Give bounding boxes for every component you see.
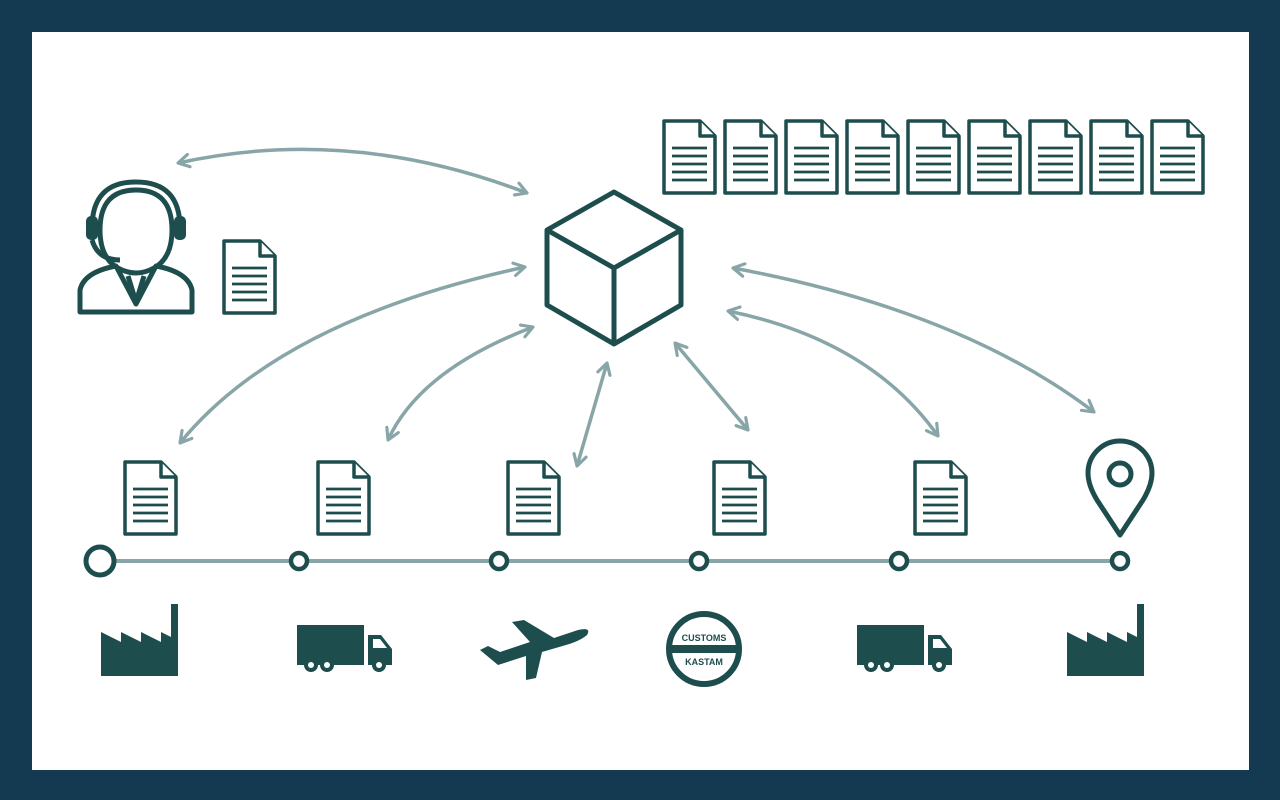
- arrow-agent-to-box: [176, 147, 529, 197]
- timeline-node: [288, 550, 310, 572]
- timeline-start-node: [83, 544, 117, 578]
- location-pin-icon: [1085, 438, 1155, 538]
- connection-arrows: [176, 147, 1096, 468]
- origin-factory-icon: [101, 604, 178, 676]
- document-icon: [845, 119, 900, 195]
- stage-1-document-icon: [123, 460, 178, 536]
- arrow-box-to-stage-1: [178, 261, 527, 445]
- stage-5-document-icon: [913, 460, 968, 536]
- stage-4-document-icon: [712, 460, 767, 536]
- truck-icon: [857, 625, 952, 672]
- timeline: [83, 544, 1131, 578]
- document-icon: [1089, 119, 1144, 195]
- destination-factory-icon: [1067, 604, 1144, 676]
- customer-service-agent-icon: [77, 179, 195, 315]
- customs-label: CUSTOMS: [682, 633, 727, 643]
- timeline-node: [488, 550, 510, 572]
- timeline-node: [888, 550, 910, 572]
- document-icon: [784, 119, 839, 195]
- arrow-box-to-stage-2: [385, 323, 535, 442]
- airplane-icon: [480, 620, 589, 680]
- document-icon: [1150, 119, 1205, 195]
- kastam-label: KASTAM: [685, 657, 723, 667]
- agent-document-icon: [222, 239, 277, 315]
- document-icon: [662, 119, 717, 195]
- arrow-box-to-stage-3: [572, 361, 612, 468]
- arrow-box-to-stage-5: [726, 305, 940, 438]
- arrow-box-to-stage-4: [673, 341, 750, 432]
- customs-icon: CUSTOMS KASTAM: [666, 611, 742, 687]
- arrow-box-to-destination: [731, 262, 1096, 414]
- document-icon: [967, 119, 1022, 195]
- cube-icon: [544, 189, 684, 347]
- document-icon: [723, 119, 778, 195]
- document-stack: [662, 119, 1205, 195]
- stage-2-document-icon: [316, 460, 371, 536]
- truck-icon: [297, 625, 392, 672]
- document-icon: [1028, 119, 1083, 195]
- timeline-node: [688, 550, 710, 572]
- document-icon: [906, 119, 961, 195]
- timeline-end-node: [1109, 550, 1131, 572]
- stage-3-document-icon: [506, 460, 561, 536]
